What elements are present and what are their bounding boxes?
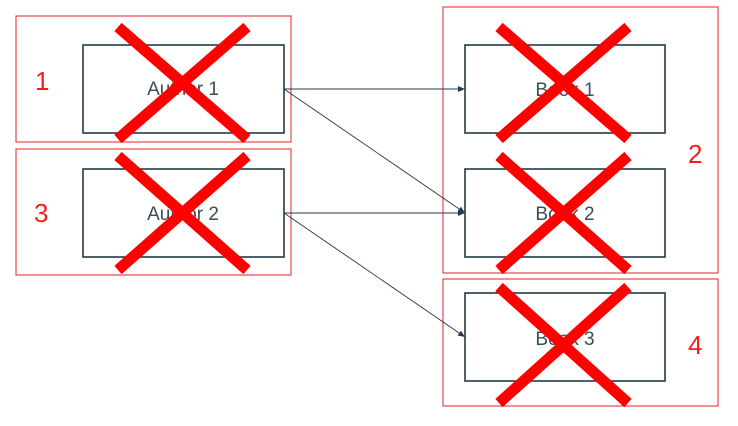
cross-mark-author-1 <box>114 22 251 144</box>
cross-mark-book-3 <box>495 282 632 408</box>
group-number-4: 4 <box>688 330 702 360</box>
group-box-1 <box>15 15 292 143</box>
edge-author1-book2 <box>283 88 466 214</box>
group-box-3 <box>15 148 292 276</box>
group-number-1: 1 <box>35 66 49 96</box>
cross-mark-author-2 <box>114 151 251 275</box>
edge-author2-book3 <box>283 212 466 338</box>
group-box-2 <box>442 6 719 274</box>
group-number-2: 2 <box>688 139 702 169</box>
group-number-3: 3 <box>34 198 48 228</box>
cross-mark-book-2 <box>495 151 632 275</box>
cross-mark-book-1 <box>495 22 632 144</box>
group-box-4 <box>442 278 719 407</box>
